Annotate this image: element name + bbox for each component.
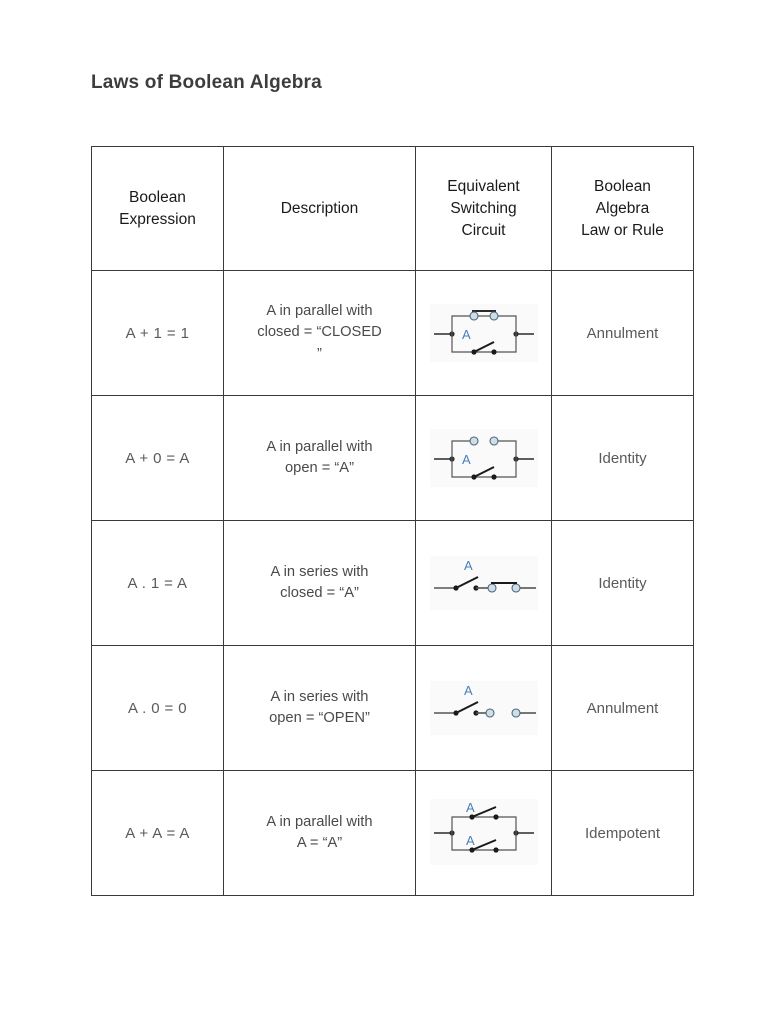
description-line: A in parallel with [266, 438, 373, 455]
cell-circuit: A [415, 520, 552, 646]
switch-label-a: A [466, 833, 475, 848]
header-line: Boolean [129, 188, 186, 206]
circuit-series-a-with-open-switch: A [422, 650, 545, 766]
cell-law: Annulment [551, 645, 694, 771]
cell-law: Identity [551, 395, 694, 521]
header-line: Description [280, 199, 359, 217]
switch-label-a: A [462, 452, 471, 467]
switch-label-a: A [464, 683, 473, 698]
circuit-diagram-svg: A [429, 304, 538, 362]
description-line: open = “A” [285, 460, 354, 476]
table-header: Boolean Expression Description Equivalen… [91, 146, 694, 271]
cell-description: A in parallel with closed = “CLOSED ” [223, 270, 416, 396]
switch-label-a: A [466, 800, 475, 815]
cell-expression: A + 0 = A [91, 395, 224, 521]
page-title: Laws of Boolean Algebra [91, 72, 322, 93]
table-row: A + 0 = A A in parallel with open = “A” [91, 395, 694, 521]
header-line: Equivalent [447, 177, 520, 195]
column-header-description: Description [223, 146, 416, 271]
circuit-parallel-a-with-open-switch: A [422, 400, 545, 516]
cell-description: A in parallel with A = “A” [223, 770, 416, 896]
cell-circuit: A A [415, 770, 552, 896]
cell-circuit: A [415, 395, 552, 521]
cell-description: A in parallel with open = “A” [223, 395, 416, 521]
header-line: Expression [119, 210, 196, 228]
cell-expression: A + A = A [91, 770, 224, 896]
boolean-laws-table: Boolean Expression Description Equivalen… [91, 146, 694, 896]
cell-description: A in series with closed = “A” [223, 520, 416, 646]
description-line: closed = “CLOSED [257, 324, 382, 341]
circuit-series-a-with-closed-switch: A [422, 525, 545, 641]
circuit-diagram-svg: A A [429, 799, 538, 865]
header-line: Boolean [594, 177, 651, 195]
header-line: Switching [450, 199, 517, 217]
header-line: Algebra [595, 199, 650, 217]
cell-law: Idempotent [551, 770, 694, 896]
cell-description: A in series with open = “OPEN” [223, 645, 416, 771]
table-row: A . 1 = A A in series with closed = “A” [91, 520, 694, 646]
circuit-parallel-a-with-a: A A [422, 775, 545, 891]
cell-law: Identity [551, 520, 694, 646]
description-line: open = “OPEN” [269, 710, 370, 726]
switch-label-a: A [462, 327, 471, 342]
column-header-boolean-expression: Boolean Expression [91, 146, 224, 271]
description-line: A = “A” [296, 835, 343, 851]
cell-circuit: A [415, 645, 552, 771]
cell-expression: A + 1 = 1 [91, 270, 224, 396]
column-header-equivalent-switching-circuit: Equivalent Switching Circuit [415, 146, 552, 271]
description-line: closed = “A” [280, 585, 359, 601]
description-line: A in series with [270, 688, 369, 705]
table-body: A + 1 = 1 A in parallel with closed = “C… [91, 270, 694, 896]
circuit-parallel-a-with-closed-switch: A [422, 275, 545, 391]
table-row: A . 0 = 0 A in series with open = “OPEN” [91, 645, 694, 771]
description-line: A in parallel with [266, 813, 373, 830]
circuit-diagram-svg: A [429, 429, 538, 487]
cell-expression: A . 1 = A [91, 520, 224, 646]
description-line: A in series with [270, 563, 369, 580]
cell-expression: A . 0 = 0 [91, 645, 224, 771]
cell-circuit: A [415, 270, 552, 396]
header-row: Boolean Expression Description Equivalen… [91, 146, 694, 271]
cell-law: Annulment [551, 270, 694, 396]
circuit-diagram-svg: A [429, 681, 538, 735]
description-line: ” [317, 345, 322, 362]
switch-label-a: A [464, 558, 473, 573]
header-line: Law or Rule [581, 221, 664, 239]
description-line: A in parallel with [266, 303, 373, 320]
table-row: A + A = A A in parallel with A = “A” [91, 770, 694, 896]
header-line: Circuit [461, 221, 506, 239]
column-header-boolean-algebra-law-or-rule: Boolean Algebra Law or Rule [551, 146, 694, 271]
circuit-diagram-svg: A [429, 556, 538, 610]
table-row: A + 1 = 1 A in parallel with closed = “C… [91, 270, 694, 396]
